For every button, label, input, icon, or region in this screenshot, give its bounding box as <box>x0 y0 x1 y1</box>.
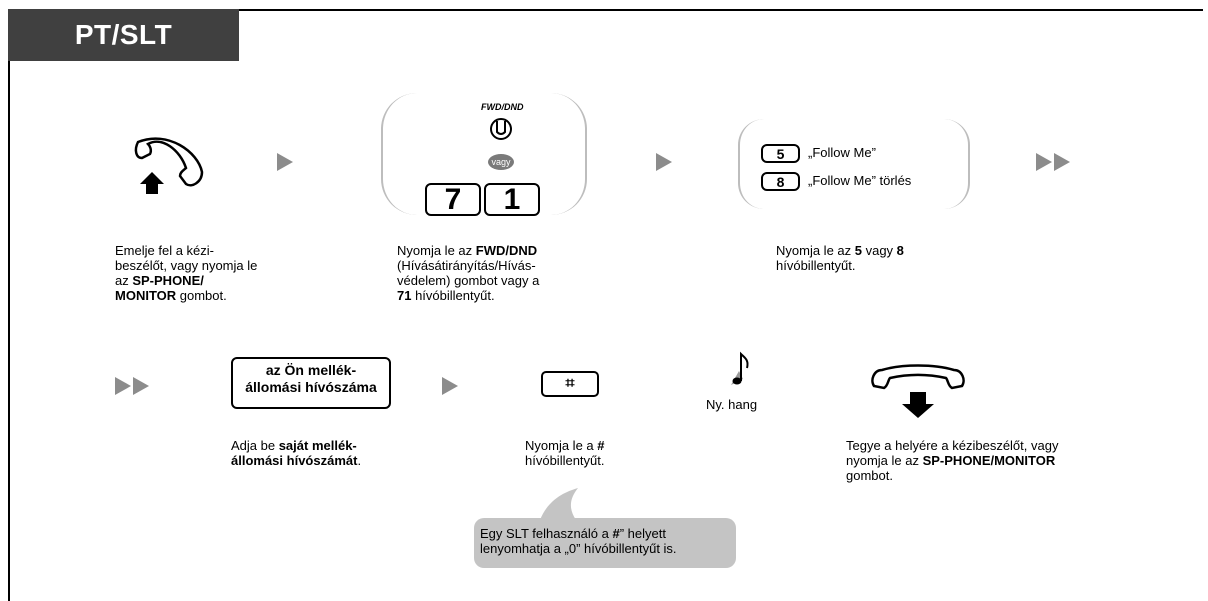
next-arrow <box>442 377 458 395</box>
music-note-icon <box>731 351 749 385</box>
step3-description: Nyomja le az 5 vagy 8 hívóbillentyűt. <box>776 243 904 273</box>
fwd-dnd-button-icon <box>490 118 512 140</box>
dial-key-7: 7 <box>425 183 481 216</box>
dial-key-5: 5 <box>761 144 800 163</box>
fwd-dnd-key-label: FWD/DND <box>481 102 524 112</box>
continue-arrows <box>115 377 149 395</box>
page-title: PT/SLT <box>8 9 239 61</box>
step5-description: Nyomja le a # hívóbillentyűt. <box>525 438 605 468</box>
frame-left-border <box>8 9 10 601</box>
left-paren <box>738 119 764 209</box>
continue-arrows <box>1036 153 1070 171</box>
left-paren <box>381 93 417 215</box>
note-bubble: Egy SLT felhasználó a #” helyett lenyomh… <box>474 518 736 568</box>
right-paren <box>944 119 970 209</box>
own-extension-number-box: az Ön mellék- állomási hívószáma <box>231 357 391 409</box>
step7-description: Tegye a helyére a kézibeszélőt, vagy nyo… <box>846 438 1059 483</box>
follow-me-cancel-label: „Follow Me” törlés <box>808 173 912 188</box>
follow-me-label: „Follow Me” <box>808 145 876 160</box>
step1-description: Emelje fel a kézi- beszélőt, vagy nyomja… <box>115 243 258 303</box>
step2-description: Nyomja le az FWD/DND (Hívásátirányítás/H… <box>397 243 540 303</box>
right-paren <box>551 93 587 215</box>
dial-key-8: 8 <box>761 172 800 191</box>
next-arrow <box>656 153 672 171</box>
hash-key: ⌗ <box>541 371 599 397</box>
step4-description: Adja be saját mellék- állomási hívószámá… <box>231 438 362 468</box>
or-badge: vagy <box>488 154 514 170</box>
confirmation-tone-label: Ny. hang <box>706 397 758 412</box>
handset-offhook-icon <box>134 137 204 194</box>
next-arrow <box>277 153 293 171</box>
dial-key-1: 1 <box>484 183 540 216</box>
handset-onhook-icon <box>871 364 965 418</box>
note-bubble-tail <box>540 488 578 520</box>
frame-top-border <box>8 9 1203 11</box>
